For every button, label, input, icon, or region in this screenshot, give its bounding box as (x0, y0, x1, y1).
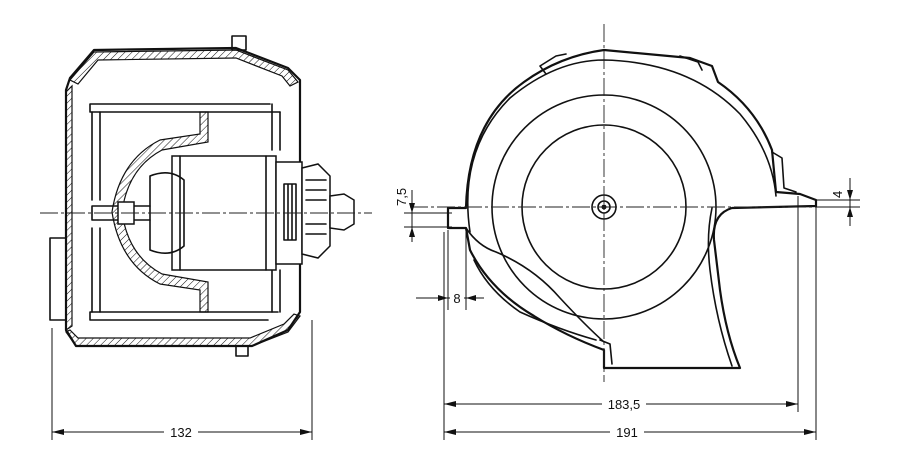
inlet-collar (49, 237, 67, 321)
top-mounting-tab (539, 53, 703, 75)
impeller-lower-band (89, 311, 279, 321)
dimension-height-offset-left: 7,5 (394, 188, 452, 242)
dimension-overall-width: 191 (444, 206, 817, 440)
side-section-view (40, 35, 372, 357)
dimension-183-5-label: 183,5 (608, 397, 641, 412)
dimension-inlet-offset: 8 (416, 230, 484, 310)
dimension-191-label: 191 (616, 425, 638, 440)
dimension-7-5-label: 7,5 (394, 188, 409, 206)
dimension-outlet-offset: 183,5 (443, 196, 799, 440)
end-bearing (329, 193, 355, 231)
lower-side-plate (473, 259, 597, 341)
armature (149, 172, 185, 254)
outlet-frame (707, 151, 797, 367)
dimension-8-label: 8 (453, 291, 460, 306)
front-view (410, 24, 860, 382)
impeller-right-vanes (271, 103, 281, 313)
bottom-shell-wall (65, 313, 301, 347)
dimension-132-label: 132 (170, 425, 192, 440)
dimension-side-width: 132 (51, 320, 313, 440)
brush-springs (305, 179, 327, 235)
impeller-upper-band (89, 103, 281, 113)
commutator (283, 183, 297, 241)
scroll-tongue (465, 227, 613, 365)
impeller-left-vanes (91, 111, 101, 313)
dimension-4-label: 4 (830, 191, 845, 198)
bottom-clip (235, 345, 249, 357)
top-shell-wall (69, 49, 299, 87)
scroll-housing-inner (467, 59, 777, 233)
top-clip (231, 35, 247, 51)
dimension-height-offset-right: 4 (816, 178, 860, 226)
left-shell-wall (65, 84, 73, 332)
brush-holder (301, 163, 331, 259)
hub-bell (111, 111, 209, 313)
scroll-housing-outer (446, 48, 818, 370)
